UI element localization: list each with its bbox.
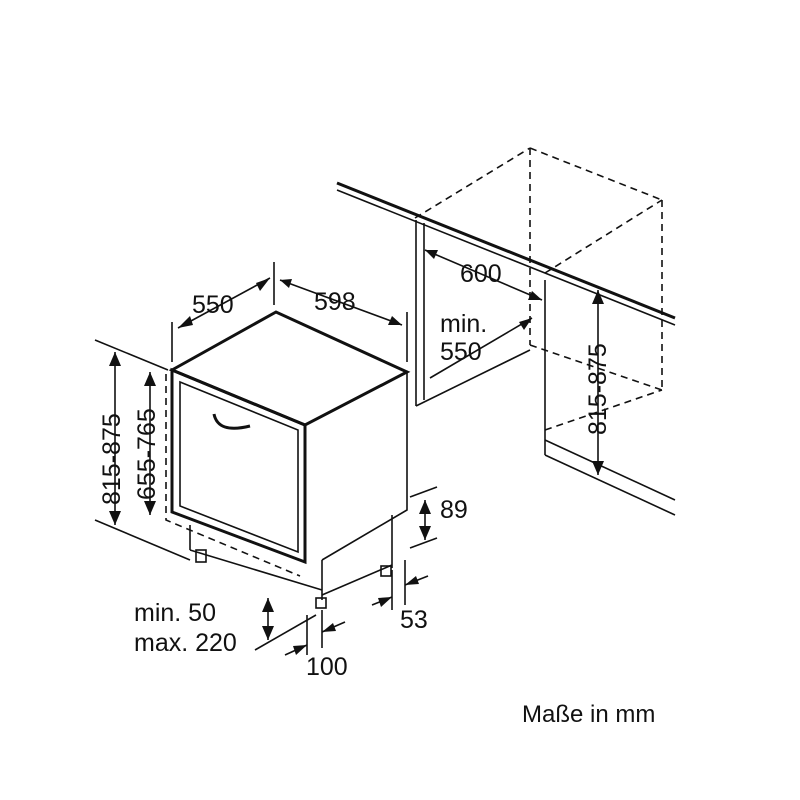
arrow-h-right-top [592, 290, 604, 304]
dimension-labels: 550 598 600 min. 550 89 53 min. 50 max. … [98, 260, 655, 728]
arrow-h-left-top [109, 352, 121, 366]
foot-front-right [315, 597, 327, 609]
arrow-600-l [425, 250, 438, 259]
label-foot-min: min. 50 [134, 599, 216, 627]
arrow-550-l [178, 316, 193, 328]
niche-right-floor [544, 454, 676, 516]
label-niche-depth-min: min. [440, 310, 487, 338]
decor-outline [165, 374, 301, 577]
arrowheads [109, 250, 604, 655]
ext-foot-bottom [254, 614, 317, 651]
label-door-height: 655-765 [133, 408, 161, 500]
arrow-100-l [293, 645, 307, 655]
niche-right-floor-2 [544, 439, 676, 501]
arrow-89-bottom [419, 526, 431, 540]
label-height-right: 815-875 [584, 343, 612, 435]
upper-dash-1 [414, 147, 531, 219]
label-niche-depth-550: 550 [440, 338, 482, 366]
label-niche-width-600: 600 [460, 260, 502, 288]
dim-600 [424, 249, 543, 301]
niche-floor-edge [415, 349, 531, 407]
plinth-bottom [189, 549, 323, 591]
foot-back-right [380, 565, 392, 577]
upper-dash-7 [544, 389, 663, 431]
arrow-600-r [528, 291, 542, 300]
foot-front-left [195, 549, 207, 563]
dim-niche-depth [429, 317, 533, 379]
arrow-foot-bottom [262, 626, 274, 640]
upper-dash-5 [544, 199, 663, 274]
label-plinth-setback-53: 53 [400, 606, 428, 634]
label-width-598: 598 [314, 288, 356, 316]
dishwasher-body [165, 310, 411, 609]
unit-note: Maße in mm [522, 701, 655, 728]
arrow-53-l [378, 597, 392, 607]
arrow-53-r [405, 576, 419, 585]
label-height-left: 815-875 [98, 413, 126, 505]
arrow-550-r [256, 278, 270, 291]
worktop-niche [336, 147, 676, 516]
label-plinth-depth-100: 100 [306, 653, 348, 681]
dim-550 [177, 277, 271, 329]
arrow-niche-depth [519, 318, 532, 330]
arrow-598-l [280, 279, 292, 288]
dishwasher-side [304, 370, 408, 561]
arrow-foot-top [262, 598, 274, 612]
ext-89-bottom [409, 537, 438, 549]
arrow-door-bottom [144, 501, 156, 515]
door-handle [212, 413, 251, 430]
ext-89-top [409, 486, 438, 498]
upper-dash-2 [529, 147, 663, 201]
ext-height-top [94, 339, 169, 371]
arrow-h-right-bottom [592, 461, 604, 475]
label-foot-max: max. 220 [134, 629, 237, 657]
dim-598 [279, 279, 403, 326]
worktop-bottom-edge [336, 189, 676, 326]
worktop-top-edge [336, 181, 676, 320]
ext-height-bottom [94, 519, 191, 561]
door-panel [179, 380, 299, 554]
dishwasher-door [170, 367, 307, 565]
arrow-h-left-bottom [109, 511, 121, 525]
label-plinth-height-89: 89 [440, 496, 468, 524]
dishwasher-top [168, 310, 411, 427]
label-depth-550: 550 [192, 291, 234, 319]
arrow-100-r [322, 623, 336, 632]
arrow-89-top [419, 500, 431, 514]
arrow-598-r [388, 316, 402, 325]
arrow-door-top [144, 372, 156, 386]
